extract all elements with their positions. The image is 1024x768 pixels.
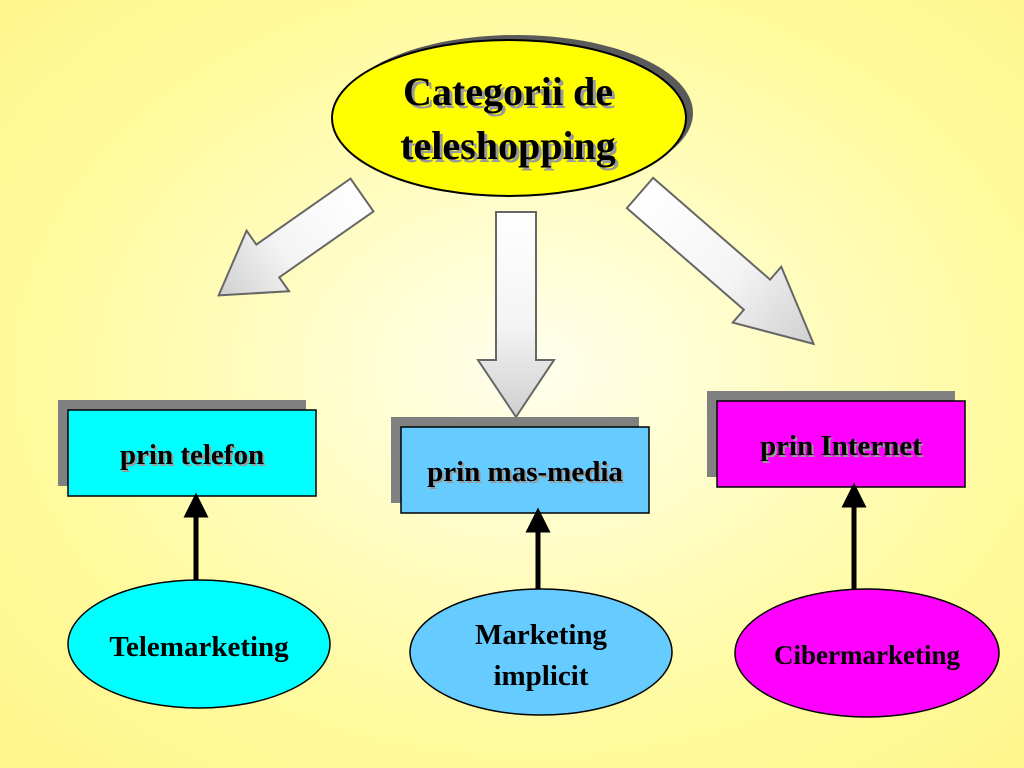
root-title-line1-shadow: Categorii de bbox=[406, 72, 616, 117]
root-title-line1: Categorii de bbox=[403, 69, 613, 114]
method-ellipse bbox=[409, 588, 673, 716]
method-label-cibermarketing: Cibermarketing bbox=[774, 640, 960, 670]
category-box-internet: prin Internet prin Internet bbox=[707, 391, 966, 488]
method-ellipse bbox=[67, 579, 331, 709]
category-box-mass-media: prin mas-media prin mas-media bbox=[391, 417, 650, 514]
category-label-telefon-shadow: prin telefon bbox=[122, 441, 266, 473]
category-label-telefon: prin telefon bbox=[120, 439, 264, 471]
category-label-mass-media: prin mas-media bbox=[427, 456, 623, 488]
method-label-marketing-implicit-line1: Marketing bbox=[475, 619, 608, 651]
category-label-internet-shadow: prin Internet bbox=[762, 432, 924, 464]
block-arrow-right bbox=[625, 176, 816, 346]
root-node: Categorii de Categorii de teleshopping t… bbox=[331, 35, 693, 197]
root-title-line2: teleshopping bbox=[400, 123, 616, 168]
method-label-marketing-implicit-line2: implicit bbox=[493, 660, 588, 692]
box-body bbox=[716, 400, 966, 488]
box-body bbox=[400, 426, 650, 514]
method-node-cibermarketing: Cibermarketing bbox=[734, 588, 1000, 718]
root-title-line2-shadow: teleshopping bbox=[403, 126, 619, 171]
method-label-telemarketing: Telemarketing bbox=[109, 631, 289, 663]
box-body bbox=[67, 409, 317, 497]
category-label-internet: prin Internet bbox=[760, 430, 922, 462]
category-box-telefon: prin telefon prin telefon bbox=[58, 400, 317, 497]
block-arrow-left bbox=[217, 177, 375, 297]
block-arrow-center bbox=[476, 211, 556, 419]
category-label-mass-media-shadow: prin mas-media bbox=[429, 458, 625, 490]
method-node-marketing-implicit: Marketing implicit bbox=[409, 588, 673, 716]
method-node-telemarketing: Telemarketing bbox=[67, 579, 331, 709]
root-ellipse bbox=[331, 39, 687, 197]
method-ellipse bbox=[734, 588, 1000, 718]
